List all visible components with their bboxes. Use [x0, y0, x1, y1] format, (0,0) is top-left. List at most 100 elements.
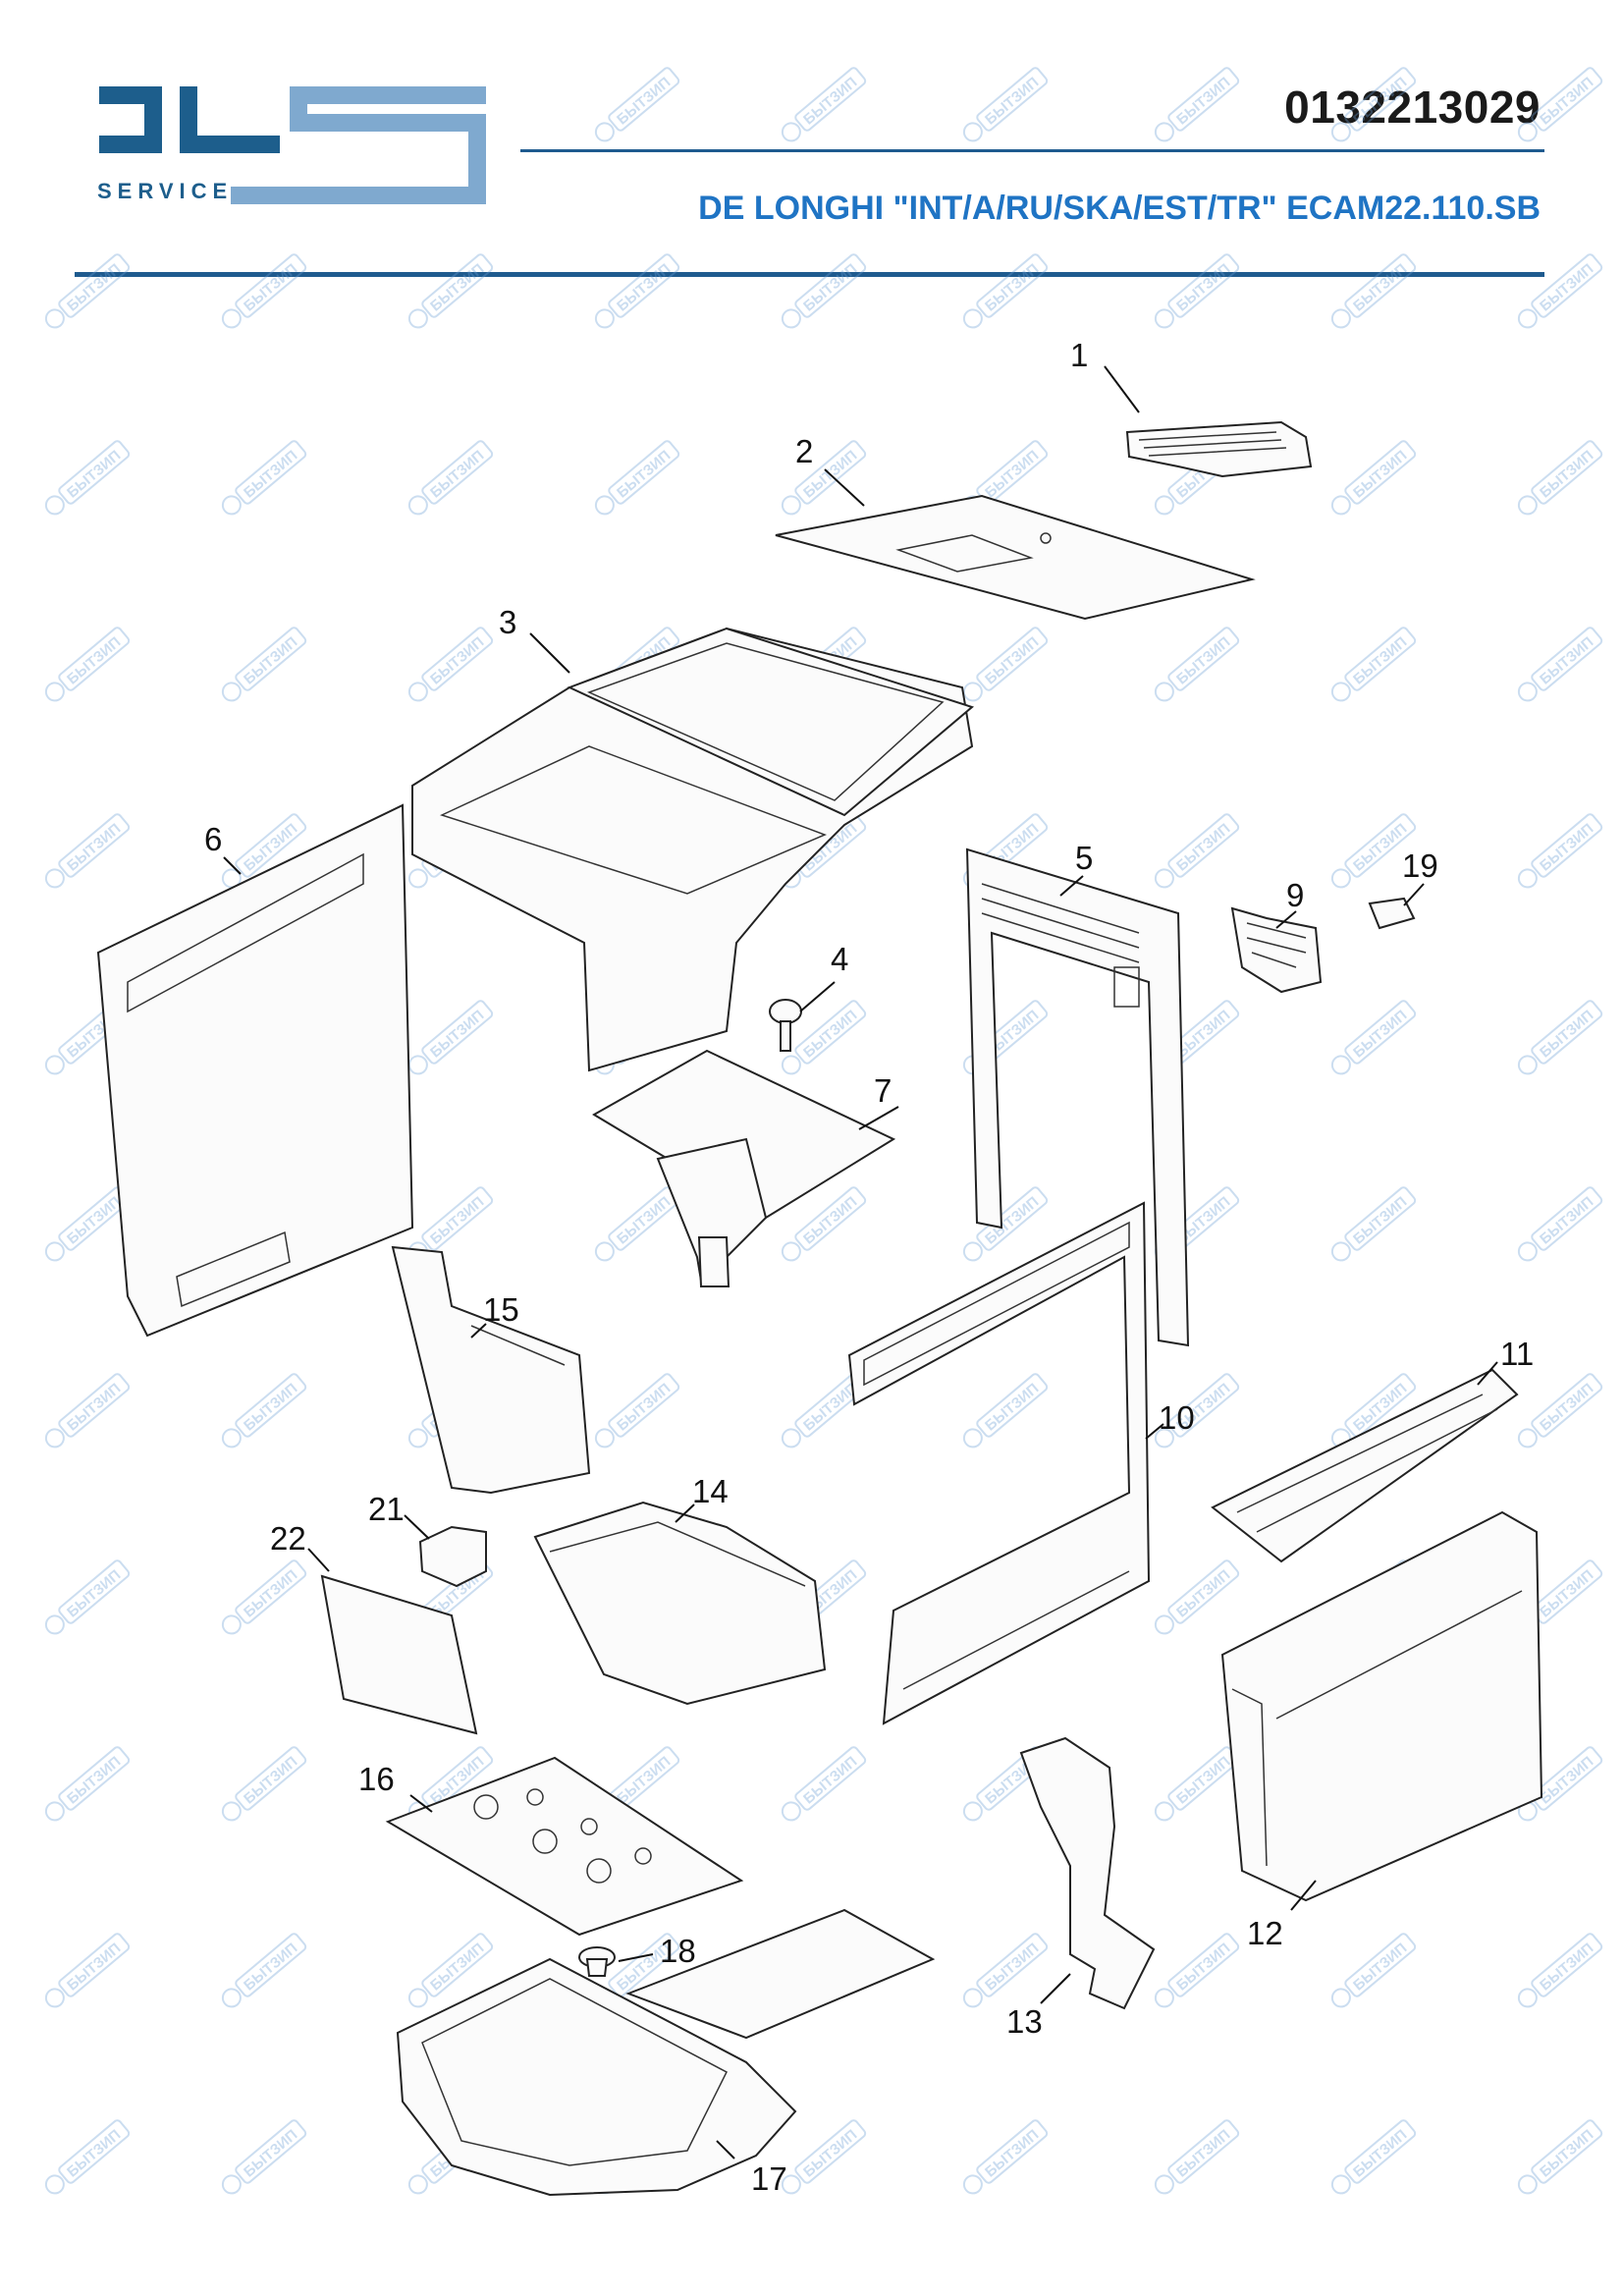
- svg-text:БЫТЗИП: БЫТЗИП: [1173, 74, 1233, 128]
- watermark-stamp: БЫТЗИП: [594, 253, 680, 329]
- part-11: [1211, 1368, 1519, 1563]
- svg-text:БЫТЗИП: БЫТЗИП: [1350, 2126, 1410, 2180]
- watermark-stamp: БЫТЗИП: [44, 440, 131, 516]
- leader-lines: [223, 365, 1498, 2159]
- part-number-labels: 1 2 3 6 5 4 7 9 19 10 11 12 13 14 15 16 …: [204, 337, 1534, 2197]
- part-2: [775, 494, 1256, 621]
- label-part-21: 21: [368, 1491, 405, 1527]
- svg-text:БЫТЗИП: БЫТЗИП: [1537, 1380, 1596, 1434]
- header-rule-bottom: [75, 272, 1544, 277]
- svg-text:БЫТЗИП: БЫТЗИП: [1537, 1566, 1596, 1620]
- svg-text:БЫТЗИП: БЫТЗИП: [982, 633, 1042, 687]
- svg-text:БЫТЗИП: БЫТЗИП: [1350, 260, 1410, 314]
- watermark-stamp: БЫТЗИП: [1330, 253, 1417, 329]
- part-13: [1019, 1736, 1156, 2010]
- svg-text:БЫТЗИП: БЫТЗИП: [64, 633, 124, 687]
- watermark-stamp: БЫТЗИП: [781, 1746, 867, 1822]
- watermark-stamp: БЫТЗИП: [221, 627, 307, 702]
- watermark-stamp: БЫТЗИП: [962, 67, 1049, 142]
- part-21: [418, 1525, 487, 1588]
- watermark-stamp: БЫТЗИП: [1154, 1746, 1240, 1822]
- watermark-stamp: БЫТЗИП: [44, 253, 131, 329]
- dls-service-logo: SERVICE: [97, 86, 486, 204]
- label-part-13: 13: [1006, 2003, 1043, 2040]
- label-part-17: 17: [751, 2160, 787, 2197]
- svg-text:БЫТЗИП: БЫТЗИП: [1537, 1193, 1596, 1247]
- svg-text:БЫТЗИП: БЫТЗИП: [1537, 820, 1596, 874]
- watermark-stamp: БЫТЗИП: [44, 2119, 131, 2195]
- watermark-stamp: БЫТЗИП: [44, 1186, 131, 1262]
- svg-text:БЫТЗИП: БЫТЗИП: [1537, 633, 1596, 687]
- label-part-19: 19: [1402, 847, 1438, 884]
- label-part-3: 3: [499, 604, 516, 640]
- watermark-stamp: БЫТЗИП: [1154, 1559, 1240, 1635]
- watermark-stamp: БЫТЗИП: [962, 1933, 1049, 2008]
- svg-text:БЫТЗИП: БЫТЗИП: [800, 1193, 860, 1247]
- svg-text:БЫТЗИП: БЫТЗИП: [241, 1566, 300, 1620]
- svg-text:БЫТЗИП: БЫТЗИП: [1537, 2126, 1596, 2180]
- watermark-stamp: БЫТЗИП: [407, 1000, 494, 1075]
- watermark-stamp: БЫТЗИП: [44, 627, 131, 702]
- watermark-stamp: БЫТЗИП: [1330, 440, 1417, 516]
- svg-text:БЫТЗИП: БЫТЗИП: [64, 1753, 124, 1807]
- header-rule-top: [520, 149, 1544, 152]
- watermark-stamp: БЫТЗИП: [1517, 1373, 1603, 1449]
- svg-text:БЫТЗИП: БЫТЗИП: [614, 1753, 674, 1807]
- svg-text:БЫТЗИП: БЫТЗИП: [64, 447, 124, 501]
- label-part-2: 2: [795, 433, 813, 469]
- watermark-stamp: БЫТЗИП: [407, 627, 494, 702]
- svg-text:БЫТЗИП: БЫТЗИП: [982, 74, 1042, 128]
- watermark-stamp: БЫТЗИП: [781, 440, 867, 516]
- svg-text:БЫТЗИП: БЫТЗИП: [427, 633, 487, 687]
- watermark-stamp: БЫТЗИП: [1154, 253, 1240, 329]
- svg-text:БЫТЗИП: БЫТЗИП: [1537, 74, 1596, 128]
- part-3: [411, 627, 975, 1072]
- svg-text:БЫТЗИП: БЫТЗИП: [427, 1193, 487, 1247]
- svg-text:БЫТЗИП: БЫТЗИП: [64, 1940, 124, 1994]
- svg-text:БЫТЗИП: БЫТЗИП: [800, 1380, 860, 1434]
- part-16: [385, 1756, 744, 1937]
- svg-text:БЫТЗИП: БЫТЗИП: [982, 260, 1042, 314]
- label-part-16: 16: [358, 1761, 395, 1797]
- svg-text:БЫТЗИП: БЫТЗИП: [982, 1380, 1042, 1434]
- svg-text:БЫТЗИП: БЫТЗИП: [1173, 1007, 1233, 1061]
- part-1: [1125, 420, 1313, 478]
- svg-text:БЫТЗИП: БЫТЗИП: [614, 1380, 674, 1434]
- svg-text:БЫТЗИП: БЫТЗИП: [1350, 1940, 1410, 1994]
- svg-text:БЫТЗИП: БЫТЗИП: [64, 820, 124, 874]
- label-part-1: 1: [1070, 337, 1088, 373]
- part-6: [96, 803, 414, 1338]
- svg-text:БЫТЗИП: БЫТЗИП: [800, 260, 860, 314]
- svg-text:БЫТЗИП: БЫТЗИП: [64, 1566, 124, 1620]
- svg-text:БЫТЗИП: БЫТЗИП: [1537, 1753, 1596, 1807]
- svg-text:БЫТЗИП: БЫТЗИП: [982, 2126, 1042, 2180]
- watermark-stamp: БЫТЗИП: [781, 67, 867, 142]
- svg-text:БЫТЗИП: БЫТЗИП: [241, 260, 300, 314]
- watermark-stamp: БЫТЗИП: [1330, 2119, 1417, 2195]
- watermark-stamp: БЫТЗИП: [962, 253, 1049, 329]
- watermark-stamp: БЫТЗИП: [1517, 2119, 1603, 2195]
- svg-text:БЫТЗИП: БЫТЗИП: [614, 74, 674, 128]
- watermark-stamp: БЫТЗИП: [594, 440, 680, 516]
- svg-text:БЫТЗИП: БЫТЗИП: [1173, 1566, 1233, 1620]
- watermark-stamp: БЫТЗИП: [221, 1933, 307, 2008]
- part-17: [396, 1908, 936, 2197]
- watermark-stamp: БЫТЗИП: [1330, 1186, 1417, 1262]
- svg-text:БЫТЗИП: БЫТЗИП: [982, 1940, 1042, 1994]
- watermark-stamp: БЫТЗИП: [1517, 440, 1603, 516]
- svg-text:БЫТЗИП: БЫТЗИП: [1350, 74, 1410, 128]
- label-part-15: 15: [483, 1291, 519, 1328]
- watermark-stamp: БЫТЗИП: [407, 440, 494, 516]
- watermark-stamp: БЫТЗИП: [44, 1746, 131, 1822]
- watermark-stamp: БЫТЗИП: [44, 813, 131, 889]
- watermark-stamp: БЫТЗИП: [1517, 1186, 1603, 1262]
- watermark-stamp: БЫТЗИП: [1517, 627, 1603, 702]
- label-part-10: 10: [1159, 1399, 1195, 1436]
- svg-text:БЫТЗИП: БЫТЗИП: [1173, 1753, 1233, 1807]
- watermark-stamp: БЫТЗИП: [221, 2119, 307, 2195]
- svg-text:БЫТЗИП: БЫТЗИП: [427, 1007, 487, 1061]
- watermark-stamp: БЫТЗИП: [1517, 253, 1603, 329]
- svg-text:БЫТЗИП: БЫТЗИП: [1537, 1007, 1596, 1061]
- watermark-stamp: БЫТЗИП: [594, 67, 680, 142]
- svg-text:БЫТЗИП: БЫТЗИП: [427, 1940, 487, 1994]
